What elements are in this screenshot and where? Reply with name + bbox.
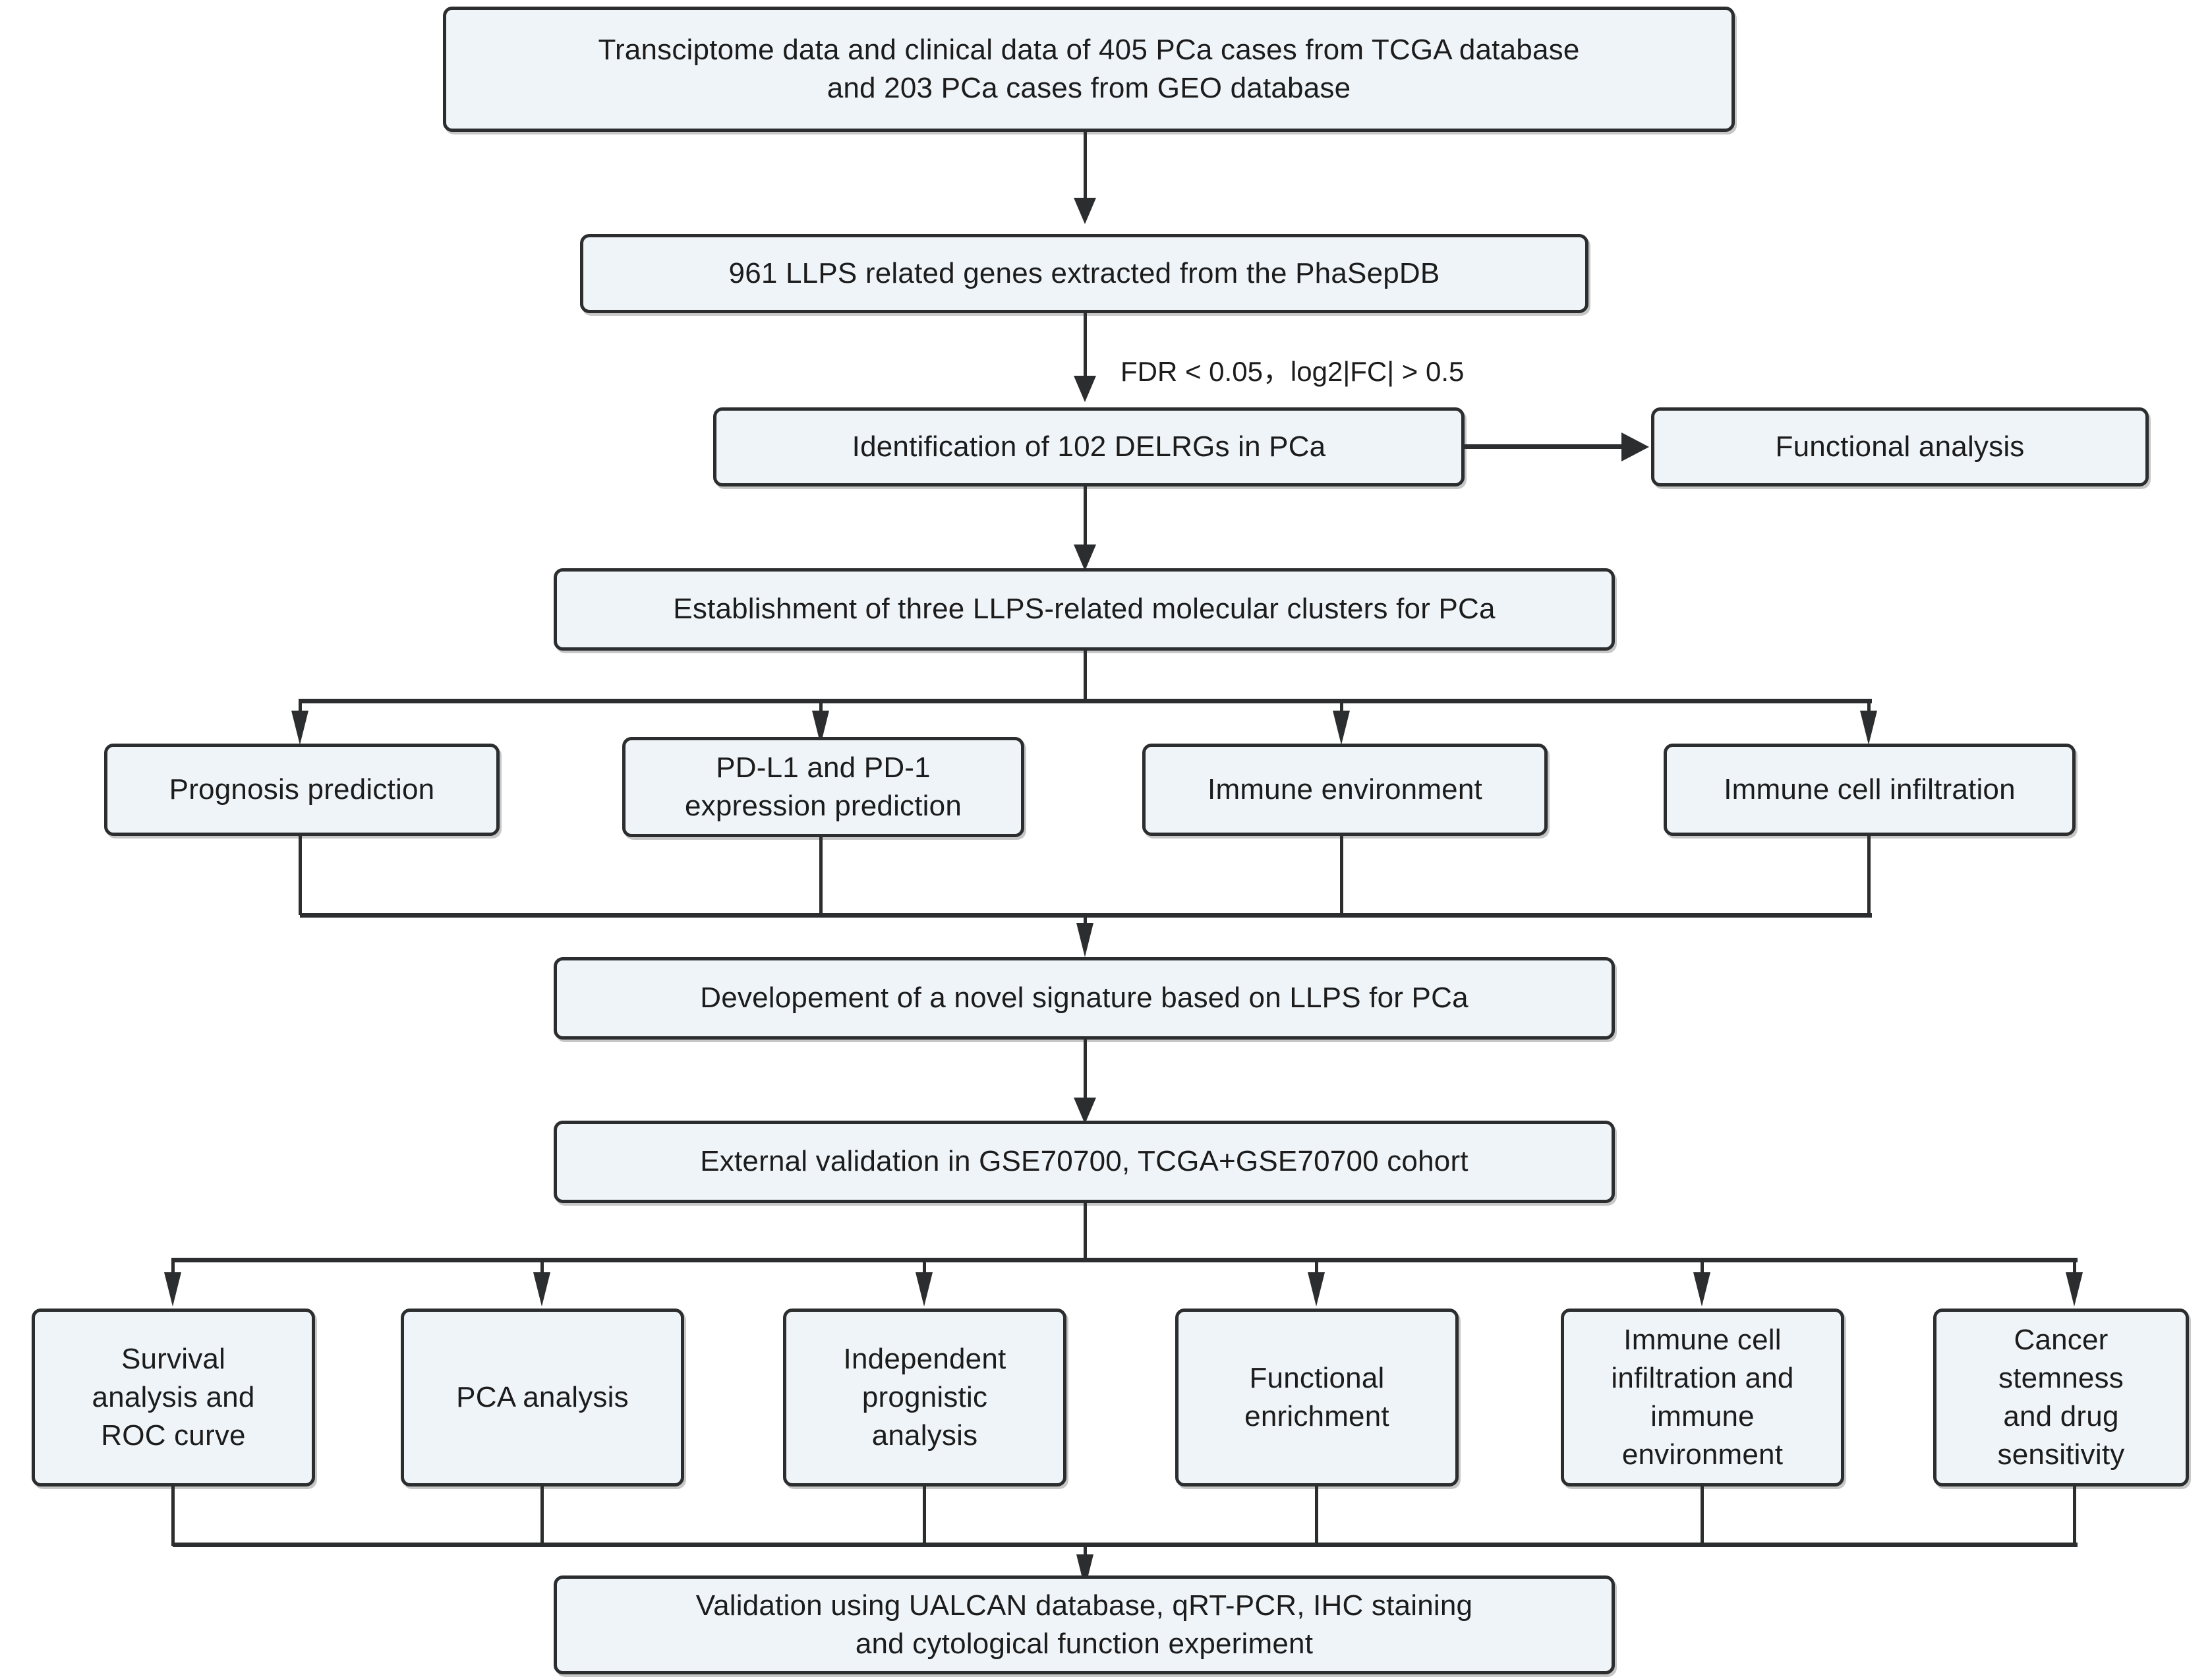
connector-merge-up-2 xyxy=(819,837,823,915)
arrowhead-cancer-stemness xyxy=(2066,1272,2083,1307)
connector-external-drop-4 xyxy=(1315,1258,1318,1278)
node-clusters: Establishment of three LLPS-related mole… xyxy=(554,568,1615,651)
connector-final-merge-up-6 xyxy=(2073,1486,2076,1546)
node-prognosis-prediction-label: Prognosis prediction xyxy=(169,773,435,806)
node-pdl1-pd1-label: PD-L1 and PD-1 expression prediction xyxy=(685,751,962,822)
connector-clusters-drop-3 xyxy=(1340,699,1343,713)
connector-clusters-bus-bar xyxy=(300,699,1872,703)
node-functional-analysis: Functional analysis xyxy=(1651,407,2149,486)
arrowhead-delrgs xyxy=(1074,376,1096,402)
connector-external-drop-5 xyxy=(1701,1258,1704,1278)
node-external-validation-label: External validation in GSE70700, TCGA+GS… xyxy=(700,1145,1469,1178)
connector-final-merge-up-3 xyxy=(923,1486,926,1546)
node-cancer-stemness-label: Cancer stemness and drug sensitivity xyxy=(1997,1323,2125,1471)
node-signature-development-label: Developement of a novel signature based … xyxy=(700,982,1469,1015)
node-independent-prognostic-label: Independent prognistic analysis xyxy=(843,1342,1006,1452)
connector-final-merge-up-2 xyxy=(540,1486,544,1546)
node-functional-enrichment: Functional enrichment xyxy=(1175,1309,1459,1486)
node-immune-environment: Immune environment xyxy=(1142,744,1548,836)
node-llps-genes-label: 961 LLPS related genes extracted from th… xyxy=(728,256,1440,289)
connector-merge-stem-signature xyxy=(1084,913,1087,929)
arrowhead-functional-enrichment xyxy=(1308,1272,1325,1307)
arrowhead-signature-development xyxy=(1076,923,1093,957)
node-clusters-label: Establishment of three LLPS-related mole… xyxy=(673,593,1496,626)
connector-external-drop-6 xyxy=(2073,1258,2076,1278)
node-final-validation: Validation using UALCAN database, qRT-PC… xyxy=(554,1575,1615,1674)
connector-final-merge-up-5 xyxy=(1701,1486,1704,1546)
arrowhead-immune-cell-infiltration xyxy=(1860,711,1877,745)
node-functional-analysis-label: Functional analysis xyxy=(1775,430,2025,463)
arrowhead-survival-roc xyxy=(164,1272,181,1307)
node-immune-infiltration-env-label: Immune cell infiltration and immune envi… xyxy=(1611,1323,1794,1471)
connector-external-bus-bar xyxy=(173,1258,2078,1262)
connector-external-drop-2 xyxy=(540,1258,544,1278)
arrowhead-functional-analysis xyxy=(1621,432,1649,461)
arrowhead-immune-infiltration-env xyxy=(1693,1272,1710,1307)
node-data-sources-label: Transciptome data and clinical data of 4… xyxy=(598,33,1580,104)
node-independent-prognostic: Independent prognistic analysis xyxy=(783,1309,1066,1486)
connector-merge-up-1 xyxy=(299,836,302,915)
node-prognosis-prediction: Prognosis prediction xyxy=(104,744,500,836)
node-final-validation-label: Validation using UALCAN database, qRT-PC… xyxy=(695,1589,1473,1660)
connector-final-merge-up-4 xyxy=(1315,1486,1318,1546)
connector-final-merge-bar xyxy=(173,1543,2078,1547)
connector-delrgs-to-clusters xyxy=(1084,486,1087,549)
node-immune-infiltration-env: Immune cell infiltration and immune envi… xyxy=(1561,1309,1844,1486)
connector-llps-genes-to-delrgs xyxy=(1084,313,1087,379)
connector-clusters-bus-stem xyxy=(1084,651,1087,702)
connector-delrgs-to-functional-analysis xyxy=(1465,444,1623,449)
node-immune-environment-label: Immune environment xyxy=(1208,773,1482,806)
node-immune-cell-infiltration: Immune cell infiltration xyxy=(1664,744,2076,836)
node-delrgs-label: Identification of 102 DELRGs in PCa xyxy=(852,430,1326,463)
arrowhead-external-validation xyxy=(1074,1098,1096,1124)
connector-clusters-drop-1 xyxy=(299,699,302,713)
connector-external-bus-stem xyxy=(1084,1203,1087,1261)
node-pdl1-pd1: PD-L1 and PD-1 expression prediction xyxy=(622,737,1024,837)
arrowhead-pca-analysis xyxy=(533,1272,550,1307)
connector-merge-up-3 xyxy=(1340,836,1343,915)
node-cancer-stemness: Cancer stemness and drug sensitivity xyxy=(1933,1309,2189,1486)
connector-clusters-drop-4 xyxy=(1867,699,1871,713)
connector-merge-up-4 xyxy=(1867,836,1871,915)
connector-data-sources-to-llps-genes xyxy=(1084,132,1087,201)
node-survival-roc: Survival analysis and ROC curve xyxy=(32,1309,315,1486)
node-signature-development: Developement of a novel signature based … xyxy=(554,957,1615,1040)
connector-final-merge-stem xyxy=(1084,1543,1087,1562)
node-functional-enrichment-label: Functional enrichment xyxy=(1244,1361,1389,1432)
connector-external-drop-1 xyxy=(171,1258,175,1278)
connector-final-merge-up-1 xyxy=(171,1486,175,1546)
arrowhead-llps-genes xyxy=(1074,198,1096,224)
connector-signature-to-external-validation xyxy=(1084,1040,1087,1102)
node-external-validation: External validation in GSE70700, TCGA+GS… xyxy=(554,1121,1615,1203)
arrowhead-independent-prognostic xyxy=(916,1272,933,1307)
node-immune-cell-infiltration-label: Immune cell infiltration xyxy=(1724,773,2016,806)
node-pca-analysis: PCA analysis xyxy=(401,1309,684,1486)
edge-label-filter-criteria: FDR < 0.05，log2|FC| > 0.5 xyxy=(1121,356,1465,387)
arrowhead-immune-environment xyxy=(1333,711,1350,745)
arrowhead-prognosis-prediction xyxy=(291,711,308,745)
node-pca-analysis-label: PCA analysis xyxy=(456,1380,629,1413)
node-delrgs: Identification of 102 DELRGs in PCa xyxy=(713,407,1465,486)
arrowhead-clusters xyxy=(1074,544,1096,571)
node-data-sources: Transciptome data and clinical data of 4… xyxy=(443,7,1735,132)
node-llps-genes: 961 LLPS related genes extracted from th… xyxy=(580,234,1588,313)
connector-external-drop-3 xyxy=(923,1258,926,1278)
connector-clusters-drop-2 xyxy=(819,699,823,713)
node-survival-roc-label: Survival analysis and ROC curve xyxy=(92,1342,255,1452)
